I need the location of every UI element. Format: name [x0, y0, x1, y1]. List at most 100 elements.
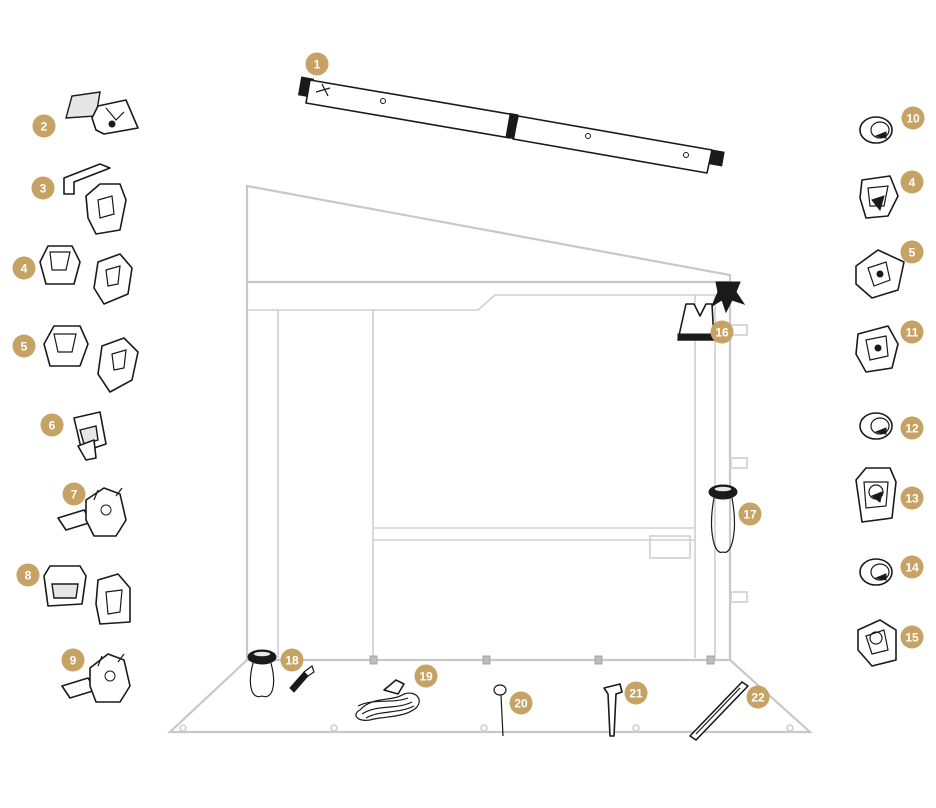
- callout-number: 4: [909, 176, 916, 190]
- callout-badge-c4_right: 4: [900, 170, 924, 194]
- callout-circle: [900, 170, 924, 194]
- angled-connector-icon: [43, 325, 139, 393]
- callout-badge-c21: 21: [624, 681, 648, 705]
- pole-clamp-icon: [57, 487, 127, 537]
- callout-badge-c2: 2: [32, 114, 56, 138]
- callout-circle: [280, 648, 304, 672]
- wall-clip-icon: [73, 411, 107, 461]
- connector-socket-icon: [859, 175, 899, 219]
- tee-connector-icon: [855, 467, 897, 523]
- callout-circle: [710, 320, 734, 344]
- callout-number: 17: [743, 508, 757, 522]
- callout-badge-c4_left: 4: [12, 256, 36, 280]
- callout-circle: [900, 486, 924, 510]
- callout-badge-c6: 6: [40, 413, 64, 437]
- end-cap-icon: [859, 412, 893, 440]
- clamp-icon: [61, 653, 131, 703]
- callout-circle: [900, 555, 924, 579]
- callout-circle: [738, 502, 762, 526]
- callout-circle: [414, 664, 438, 688]
- callout-badge-c19: 19: [414, 664, 438, 688]
- callout-badge-c17: 17: [738, 502, 762, 526]
- callout-number: 8: [25, 569, 32, 583]
- hook-icon: [289, 665, 315, 693]
- rail-strip-icon: [689, 681, 749, 741]
- callout-badge-c12: 12: [900, 416, 924, 440]
- callout-circle: [12, 334, 36, 358]
- callout-circle: [900, 240, 924, 264]
- callout-circle: [624, 681, 648, 705]
- callout-number: 3: [40, 182, 47, 196]
- callout-circle: [305, 52, 329, 76]
- callout-badge-c7: 7: [62, 482, 86, 506]
- callout-number: 10: [906, 112, 920, 126]
- callout-number: 7: [71, 488, 78, 502]
- angled-connector-icon: [855, 249, 905, 299]
- callout-badge-c11: 11: [900, 320, 924, 344]
- elastic-loop-icon: [708, 484, 738, 553]
- callout-number: 14: [905, 561, 919, 575]
- callout-number: 21: [629, 687, 643, 701]
- callout-number: 19: [419, 670, 433, 684]
- callout-number: 13: [905, 492, 919, 506]
- callout-circle: [31, 176, 55, 200]
- callout-badge-c14: 14: [900, 555, 924, 579]
- end-cap-icon: [859, 116, 893, 144]
- guy-rope-icon: [355, 679, 420, 721]
- callout-badge-c1: 1: [305, 52, 329, 76]
- telescopic-pole-icon: [297, 76, 725, 174]
- callout-number: 18: [285, 654, 299, 668]
- callout-circle: [900, 416, 924, 440]
- end-cap-icon: [859, 558, 893, 586]
- callout-badge-c18: 18: [280, 648, 304, 672]
- bracket-clip-icon: [63, 163, 127, 235]
- callout-number: 15: [905, 631, 919, 645]
- corner-bracket-icon: [65, 91, 139, 135]
- callout-circle: [900, 320, 924, 344]
- callout-number: 12: [905, 422, 919, 436]
- buckle-clip-icon: [677, 281, 746, 341]
- awning-frame: [167, 184, 813, 734]
- elbow-connector-icon: [857, 619, 897, 667]
- callout-badge-c8: 8: [16, 563, 40, 587]
- callout-circle: [509, 691, 533, 715]
- callout-badge-c16: 16: [710, 320, 734, 344]
- callout-number: 5: [21, 340, 28, 354]
- callout-number: 5: [909, 246, 916, 260]
- callout-number: 20: [514, 697, 528, 711]
- connector-socket-icon: [39, 245, 133, 305]
- callout-number: 1: [314, 58, 321, 72]
- callout-circle: [16, 563, 40, 587]
- callout-badge-c22: 22: [746, 685, 770, 709]
- callout-number: 16: [715, 326, 729, 340]
- callout-badge-c20: 20: [509, 691, 533, 715]
- callout-number: 2: [41, 120, 48, 134]
- callout-badge-c9: 9: [61, 648, 85, 672]
- callout-circle: [901, 106, 925, 130]
- callout-circle: [900, 625, 924, 649]
- callout-number: 6: [49, 419, 56, 433]
- callout-badge-c5_left: 5: [12, 334, 36, 358]
- base-bracket-icon: [43, 565, 131, 625]
- callout-badge-c13: 13: [900, 486, 924, 510]
- callout-number: 22: [751, 691, 765, 705]
- callout-badge-c10: 10: [901, 106, 925, 130]
- rock-peg-icon: [603, 683, 623, 737]
- callout-badge-c3: 3: [31, 176, 55, 200]
- callout-badge-c15: 15: [900, 625, 924, 649]
- joint-connector-icon: [855, 325, 899, 373]
- callout-circle: [62, 482, 86, 506]
- callout-number: 4: [21, 262, 28, 276]
- callout-circle: [40, 413, 64, 437]
- callout-circle: [32, 114, 56, 138]
- elastic-loop-icon: [247, 649, 277, 698]
- callout-number: 9: [70, 654, 77, 668]
- callout-number: 11: [906, 326, 919, 340]
- eye-peg-icon: [493, 684, 507, 737]
- callout-circle: [12, 256, 36, 280]
- callout-circle: [746, 685, 770, 709]
- callout-circle: [61, 648, 85, 672]
- callout-badge-c5_right: 5: [900, 240, 924, 264]
